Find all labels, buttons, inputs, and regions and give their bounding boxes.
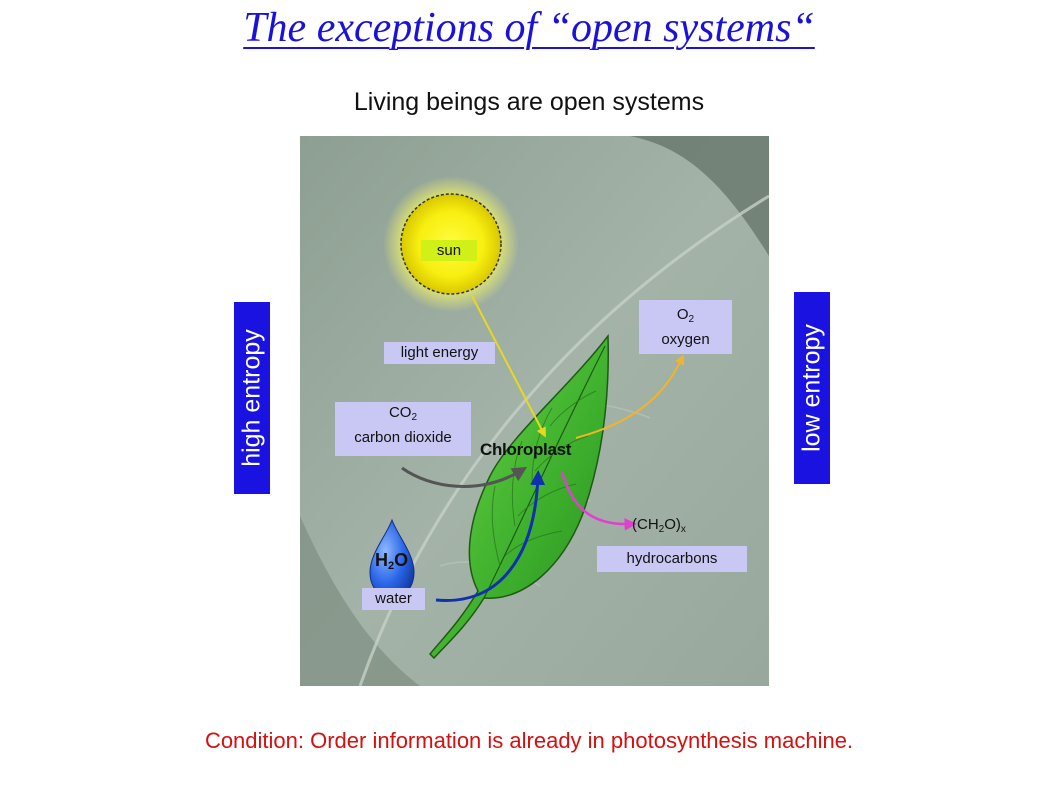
- background-shadow: [300, 516, 420, 686]
- high-entropy-label: high entropy: [237, 329, 266, 467]
- ch2o-arrow: [560, 471, 637, 531]
- co2-name: carbon dioxide: [354, 429, 452, 446]
- low-entropy-bar: low entropy: [794, 292, 830, 484]
- h2o-formula: H2O: [375, 550, 409, 572]
- ch2o-formula: (CH2O)x: [632, 516, 686, 535]
- chloroplast-label: Chloroplast: [480, 440, 572, 459]
- light-energy-arrow: [471, 295, 546, 438]
- photosynthesis-diagram: sun light energy CO2 carbon dioxide O2 o…: [300, 136, 769, 686]
- co2-arrow: [401, 466, 528, 488]
- background-leaf-vein: [358, 194, 769, 686]
- o2-label: O2 oxygen: [639, 300, 732, 354]
- background-shadow: [630, 136, 769, 256]
- condition-text: Condition: Order information is already …: [204, 728, 854, 753]
- o2-formula: O2: [676, 306, 695, 325]
- co2-label: CO2 carbon dioxide: [335, 402, 471, 456]
- co2-formula: CO2: [388, 404, 418, 423]
- sun-label: sun: [421, 240, 477, 261]
- page-title: The exceptions of “open systems“: [243, 5, 815, 51]
- hydrocarbons-label: hydrocarbons: [597, 546, 747, 572]
- light-energy-label: light energy: [384, 342, 495, 364]
- high-entropy-bar: high entropy: [234, 302, 270, 494]
- o2-name: oxygen: [661, 331, 710, 348]
- water-label: water: [362, 588, 425, 610]
- green-leaf-icon: [428, 333, 609, 660]
- water-arrow: [435, 470, 546, 602]
- o2-arrow: [575, 354, 685, 439]
- low-entropy-label: low entropy: [797, 324, 826, 452]
- page-subtitle: Living beings are open systems: [353, 88, 705, 116]
